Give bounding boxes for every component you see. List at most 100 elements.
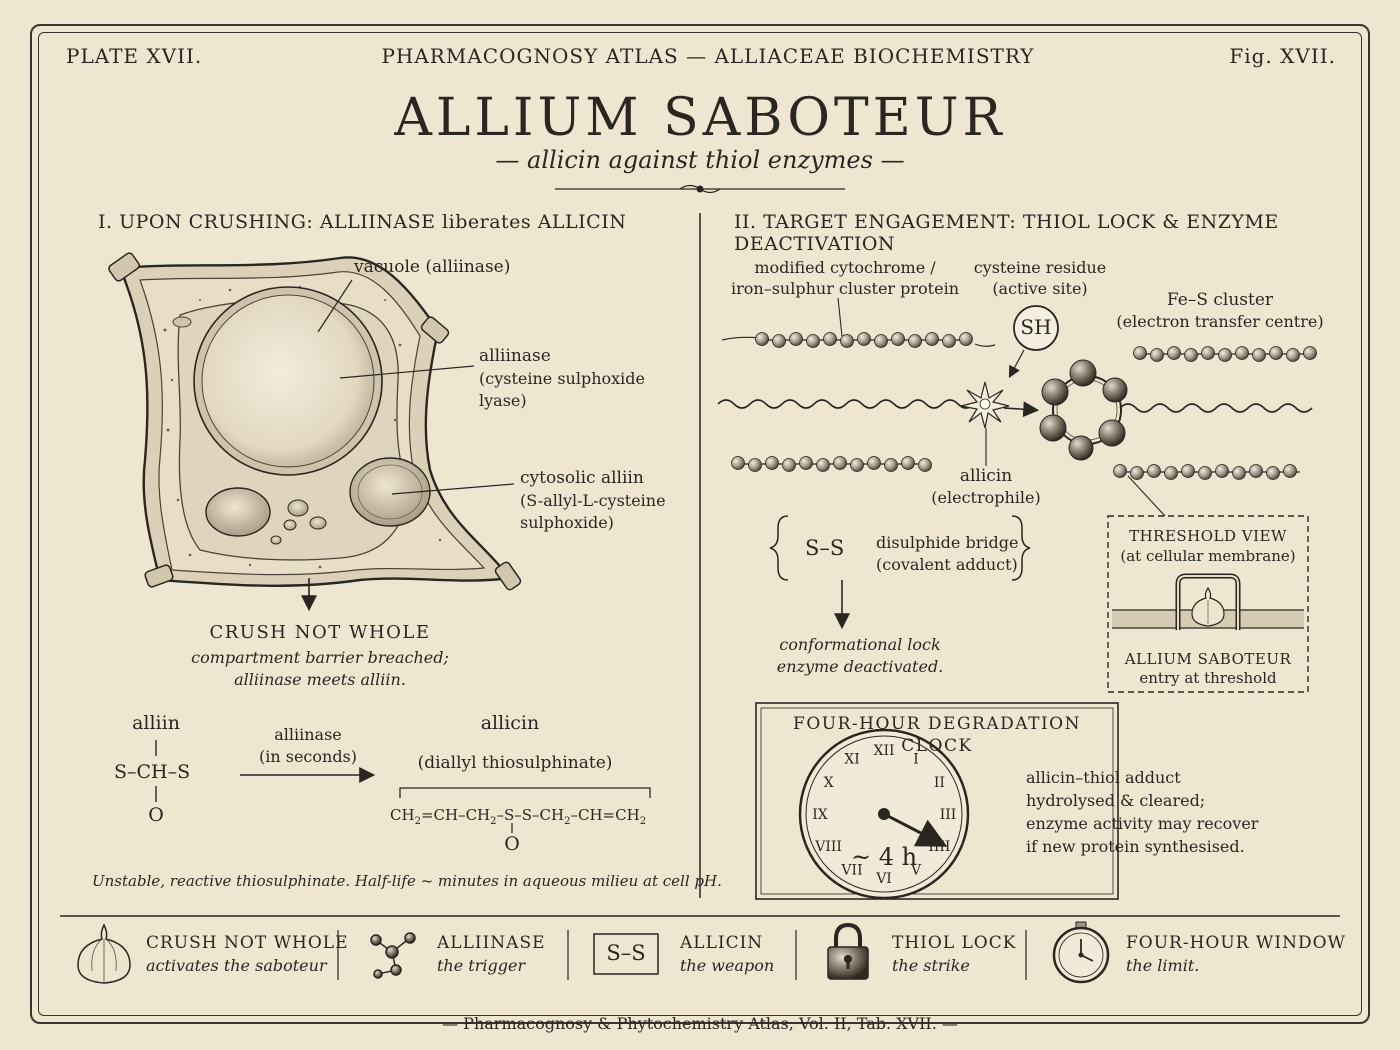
thiol-group — [1013, 305, 1059, 351]
amino-acid-bead — [1232, 466, 1246, 480]
title-ornament — [555, 184, 845, 194]
sh-label: SH — [1020, 315, 1052, 339]
page-title: ALLIUM SABOTEUR — [394, 88, 1006, 148]
footer-title-alliinase: ALLIINASE — [437, 933, 546, 953]
allicin-oxygen: O — [504, 833, 520, 855]
allicin-formula: CH2=CH–CH2–S–S–CH2–CH=CH2 — [390, 806, 646, 827]
section-2-heading: II. TARGET ENGAGEMENT: THIOL LOCK & ENZY… — [734, 211, 1279, 255]
threshold-subtitle: (at cellular membrane) — [1120, 547, 1296, 565]
amino-acid-bead — [799, 456, 813, 470]
amino-acid-bead — [857, 332, 871, 346]
allicin-note: Unstable, reactive thiosulphinate. Half-… — [92, 872, 722, 890]
amino-acid-bead — [1218, 348, 1232, 362]
alliin-label: cytosolic alliin — [520, 468, 644, 488]
clock-numeral: XII — [873, 743, 894, 759]
protein-chains — [717, 297, 1317, 517]
footer-ss-badge: S–S — [606, 941, 646, 965]
alliin-desc-1: (S-allyl-L-cysteine — [520, 491, 666, 510]
clock-numeral: VI — [875, 871, 892, 887]
amino-acid-bead — [850, 458, 864, 472]
clock-desc-1: allicin–thiol adduct — [1026, 768, 1181, 787]
amino-acid-bead — [755, 332, 769, 346]
plant-cell-illustration — [108, 252, 522, 612]
amino-acid-bead — [1303, 346, 1317, 360]
crush-title: CRUSH NOT WHOLE — [209, 622, 431, 643]
disulphide-label-2: (covalent adduct) — [876, 555, 1018, 574]
amino-acid-bead — [918, 458, 932, 472]
outer-frame — [30, 24, 1370, 1024]
amino-acid-bead — [772, 334, 786, 348]
protein-label-1: modified cytochrome / — [754, 258, 936, 277]
amino-acid-bead — [1266, 466, 1280, 480]
clock-numeral: V — [910, 862, 922, 878]
clock-duration: ~ 4 h — [850, 843, 918, 871]
molecule-icon — [370, 932, 416, 979]
alliin-formula: S–CH–S — [114, 761, 191, 783]
clock-numeral: VIII — [814, 839, 842, 855]
amino-acid-bead — [1181, 464, 1195, 478]
amino-acid-bead — [1198, 466, 1212, 480]
plate-number: PLATE XVII. — [66, 44, 203, 68]
arrow-label-1: alliinase — [274, 725, 342, 744]
fe-s-cluster — [1039, 359, 1128, 461]
crush-desc-1: compartment barrier breached; — [191, 648, 449, 667]
vacuole-label: vacuole (alliinase) — [354, 257, 511, 277]
clock-numeral: IX — [812, 807, 828, 823]
footer-title-window: FOUR-HOUR WINDOW — [1126, 933, 1346, 953]
saboteur-subtitle: entry at threshold — [1139, 669, 1277, 687]
alliinase-label: alliinase — [479, 346, 551, 366]
amino-acid-bead — [1215, 464, 1229, 478]
section-1-heading: I. UPON CRUSHING: ALLIINASE liberates AL… — [98, 211, 627, 233]
arrow-label-2: (in seconds) — [258, 747, 358, 766]
clock-title: FOUR-HOUR DEGRADATION CLOCK — [793, 714, 1081, 756]
amino-acid-bead — [806, 334, 820, 348]
footer-title-thiol: THIOL LOCK — [892, 933, 1017, 953]
amino-acid-bead — [748, 458, 762, 472]
amino-acid-bead — [1167, 346, 1181, 360]
amino-acid-bead — [1133, 346, 1147, 360]
amino-acid-bead — [823, 332, 837, 346]
footer-sub-window: the limit. — [1126, 956, 1200, 975]
amino-acid-bead — [1164, 466, 1178, 480]
padlock-icon — [827, 922, 869, 980]
threshold-title: THRESHOLD VIEW — [1129, 527, 1287, 545]
fes-label-1: Fe–S cluster — [1166, 290, 1274, 310]
clock-desc-2: hydrolysed & cleared; — [1026, 791, 1206, 810]
amino-acid-bead — [1249, 464, 1263, 478]
footer-title-allicin: ALLICIN — [680, 933, 764, 953]
clock-numeral: XI — [844, 752, 860, 768]
footer-title-crush: CRUSH NOT WHOLE — [146, 933, 349, 953]
allicin-subname: (diallyl thiosulphinate) — [417, 753, 613, 773]
amino-acid-bead — [1235, 346, 1249, 360]
saboteur-title: ALLIUM SABOTEUR — [1124, 650, 1292, 668]
amino-acid-bead — [840, 334, 854, 348]
clock-numeral: I — [913, 752, 919, 768]
cysteine-label-2: (active site) — [992, 279, 1088, 298]
cysteine-label-1: cysteine residue — [973, 258, 1107, 277]
fes-label-2: (electron transfer centre) — [1116, 312, 1324, 331]
amino-acid-bead — [1252, 348, 1266, 362]
protein-label-2: iron–sulphur cluster protein — [731, 279, 959, 298]
footer-sub-crush: activates the saboteur — [146, 956, 327, 975]
amino-acid-bead — [789, 332, 803, 346]
threshold-view-box — [1107, 515, 1309, 693]
crush-desc-2: alliinase meets alliin. — [234, 670, 406, 689]
watch-icon — [1052, 921, 1110, 984]
footer-sub-alliinase: the trigger — [437, 956, 526, 975]
amino-acid-bead — [891, 332, 905, 346]
footer-sub-allicin: the weapon — [680, 956, 775, 975]
amino-acid-bead — [1201, 346, 1215, 360]
amino-acid-bead — [884, 458, 898, 472]
amino-acid-bead — [833, 456, 847, 470]
amino-acid-bead — [731, 456, 745, 470]
clock-desc-4: if new protein synthesised. — [1026, 837, 1245, 856]
ss-label: S–S — [805, 536, 845, 560]
page-subtitle: — allicin against thiol enzymes — — [495, 146, 905, 174]
allicin-electrophile-2: (electrophile) — [931, 488, 1041, 507]
amino-acid-bead — [1283, 464, 1297, 478]
disulphide-icon — [593, 933, 659, 975]
amino-acid-bead — [816, 458, 830, 472]
amino-acid-bead — [874, 334, 888, 348]
